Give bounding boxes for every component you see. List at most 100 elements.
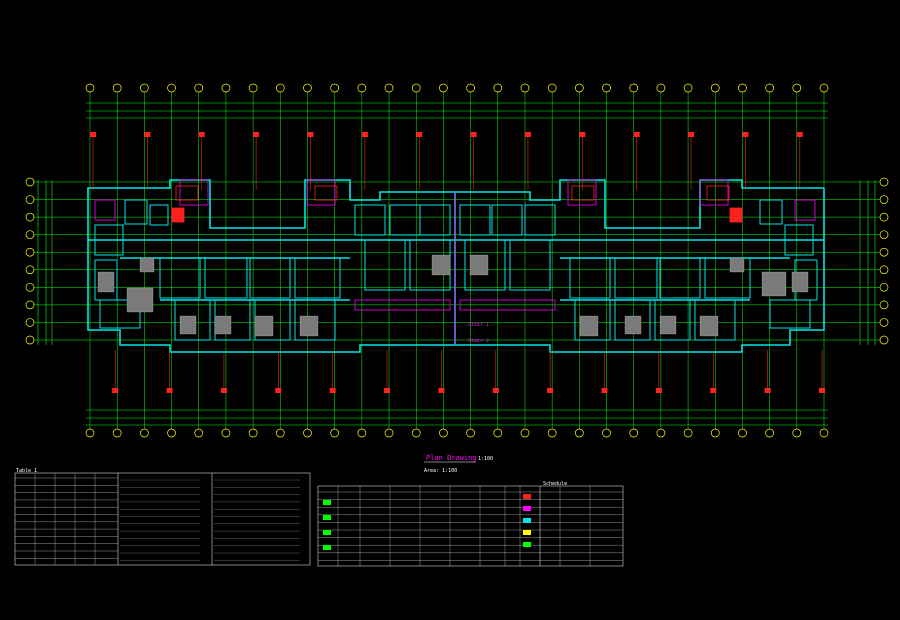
tag-marker-bottom xyxy=(655,388,662,393)
furniture-block xyxy=(431,254,451,276)
furniture-block xyxy=(214,315,232,335)
axis-bubbles xyxy=(25,83,889,438)
axis-bubble-top xyxy=(112,83,122,93)
tag-marker-top xyxy=(198,132,205,137)
room-outline xyxy=(509,239,551,291)
tag-marker-bottom xyxy=(275,388,282,393)
tag-leaders xyxy=(90,132,825,393)
axis-bubble-bottom xyxy=(602,428,611,438)
schedule-color-swatch xyxy=(323,545,331,550)
axis-bubble-right xyxy=(879,247,889,257)
axis-bubble-top xyxy=(167,83,176,93)
furniture-block xyxy=(254,315,274,337)
axis-bubble-bottom xyxy=(384,428,394,438)
schedule-color-swatch xyxy=(523,530,531,535)
tag-marker-bottom xyxy=(547,388,554,393)
room-outline xyxy=(704,257,751,299)
room-outline xyxy=(294,257,341,299)
axis-bubble-bottom xyxy=(194,428,204,438)
axis-bubble-bottom xyxy=(710,428,720,438)
axis-bubble-bottom xyxy=(656,428,666,438)
axis-bubble-bottom xyxy=(411,428,421,438)
room-outline xyxy=(694,299,736,341)
tag-marker-bottom xyxy=(601,388,608,393)
area-note: Area: 1:100 xyxy=(424,468,458,474)
tag-marker-bottom xyxy=(329,388,336,393)
legend-rows xyxy=(15,473,300,565)
axis-bubble-bottom xyxy=(439,428,448,438)
axis-bubble-top xyxy=(574,83,584,93)
room-outline xyxy=(659,257,701,299)
room-outline xyxy=(784,224,814,256)
axis-bubble-bottom xyxy=(574,428,584,438)
axis-bubble-top xyxy=(656,83,666,93)
tag-marker-bottom xyxy=(166,388,173,393)
axis-bubble-left xyxy=(25,230,35,240)
room-outline xyxy=(769,299,811,329)
axis-bubble-bottom xyxy=(765,428,774,438)
axis-bubble-bottom xyxy=(167,428,176,438)
room-outline xyxy=(354,204,386,236)
tag-marker-top xyxy=(796,132,803,137)
furniture-block xyxy=(126,287,154,313)
tag-marker-top xyxy=(633,132,640,137)
axis-bubble-top xyxy=(493,83,503,93)
axis-bubble-left xyxy=(25,300,35,310)
tag-marker-top xyxy=(253,132,260,137)
tag-marker-top xyxy=(579,132,586,137)
axis-bubble-right xyxy=(879,195,889,204)
axis-bubble-left xyxy=(25,282,35,292)
axis-bubble-top xyxy=(384,83,394,93)
axis-bubble-top xyxy=(303,83,312,93)
legend-table xyxy=(14,472,311,566)
axis-bubble-bottom xyxy=(547,428,557,438)
axis-bubble-top xyxy=(765,83,774,93)
axis-bubble-bottom xyxy=(792,428,802,438)
furniture-block xyxy=(299,315,319,337)
axis-bubble-bottom xyxy=(819,428,829,438)
furniture-block xyxy=(791,271,809,293)
axis-bubble-left xyxy=(25,247,35,257)
furniture-block xyxy=(579,315,599,337)
axis-bubble-right xyxy=(879,282,889,292)
room-outline xyxy=(419,204,451,236)
furniture-block xyxy=(469,254,489,276)
furniture-block xyxy=(179,315,197,335)
schedule-color-swatch xyxy=(523,506,531,511)
axis-bubble-right xyxy=(879,265,889,275)
axis-bubble-top xyxy=(85,83,95,93)
axis-bubble-bottom xyxy=(303,428,312,438)
axis-bubble-top xyxy=(248,83,258,93)
drawing-title: Plan Drawing xyxy=(426,454,477,462)
axis-bubble-bottom xyxy=(738,428,747,438)
stair-note-right: Stair 2 xyxy=(468,338,490,344)
furniture-block xyxy=(761,271,787,297)
axis-bubble-top xyxy=(520,83,530,93)
axis-bubble-left xyxy=(25,318,35,327)
axis-bubble-bottom xyxy=(330,428,340,438)
tag-marker-top xyxy=(524,132,531,137)
furniture-blocks xyxy=(97,254,809,337)
axis-bubble-top xyxy=(330,83,340,93)
tag-marker-bottom xyxy=(384,388,391,393)
axis-bubble-right xyxy=(879,300,889,310)
tag-marker-bottom xyxy=(710,388,717,393)
room-outline xyxy=(174,299,211,341)
room-outline xyxy=(249,257,291,299)
room-outline xyxy=(569,257,611,299)
axis-bubble-bottom xyxy=(520,428,530,438)
axis-bubble-right xyxy=(879,177,889,187)
axis-bubble-bottom xyxy=(221,428,231,438)
furniture-block xyxy=(659,315,677,335)
axis-bubble-right xyxy=(879,318,889,327)
axis-bubble-top xyxy=(629,83,639,93)
axis-bubble-top xyxy=(194,83,204,93)
room-outline xyxy=(759,199,783,225)
axis-bubble-top xyxy=(819,83,829,93)
room-outline xyxy=(574,299,611,341)
room-outline xyxy=(464,239,506,291)
dimension-lines xyxy=(37,102,876,426)
axis-bubble-right xyxy=(879,335,889,345)
axis-bubble-bottom xyxy=(357,428,367,438)
